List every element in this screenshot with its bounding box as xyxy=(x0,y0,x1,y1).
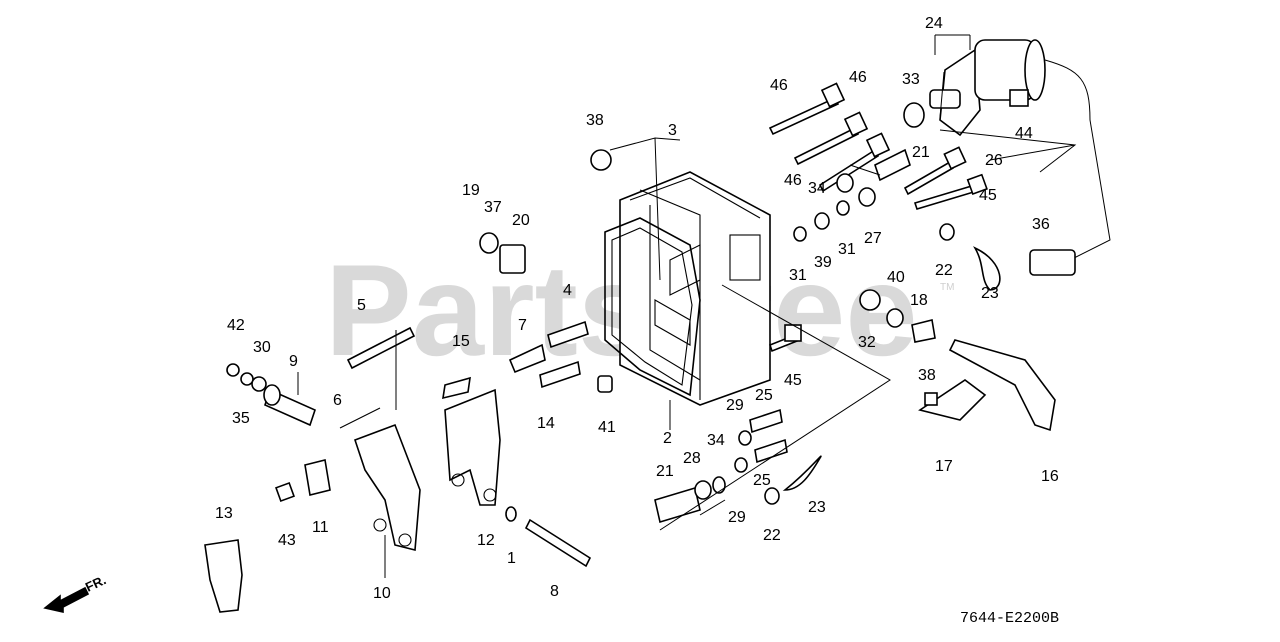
housing-part xyxy=(604,171,771,406)
callout-5: 5 xyxy=(357,297,366,314)
callout-22-top: 22 xyxy=(935,262,953,279)
callout-39: 39 xyxy=(814,254,832,271)
callout-36: 36 xyxy=(1032,216,1050,233)
callout-25-bottom: 25 xyxy=(753,472,771,489)
callout-31-right: 31 xyxy=(838,241,856,258)
callout-27: 27 xyxy=(864,230,882,247)
callout-21-bottom: 21 xyxy=(656,463,674,480)
callout-20: 20 xyxy=(512,212,530,229)
callout-28: 28 xyxy=(683,450,701,467)
front-direction-indicator: FR. xyxy=(43,572,108,613)
callout-19: 19 xyxy=(462,182,480,199)
callout-45-top: 45 xyxy=(979,187,997,204)
callout-4: 4 xyxy=(563,282,572,299)
callout-labels: 1 2 3 4 5 6 7 8 9 10 11 12 13 14 15 16 1… xyxy=(215,15,1059,602)
callout-8: 8 xyxy=(550,583,559,600)
callout-43: 43 xyxy=(278,532,296,549)
callout-23-top: 23 xyxy=(981,285,999,302)
leader-lines xyxy=(297,34,1077,578)
right-lower-parts xyxy=(654,319,1056,524)
callout-2: 2 xyxy=(663,430,672,447)
callout-14: 14 xyxy=(537,415,555,432)
callout-13: 13 xyxy=(215,505,233,522)
callout-25-top: 25 xyxy=(755,387,773,404)
callout-9: 9 xyxy=(289,353,298,370)
callout-24: 24 xyxy=(925,15,943,32)
callout-16: 16 xyxy=(1041,468,1059,485)
callout-30: 30 xyxy=(253,339,271,356)
callout-35: 35 xyxy=(232,410,250,427)
callout-26: 26 xyxy=(985,152,1003,169)
callout-22-bottom: 22 xyxy=(763,527,781,544)
callout-46-left: 46 xyxy=(770,77,788,94)
bolt-parts xyxy=(768,82,988,353)
callout-15: 15 xyxy=(452,333,470,350)
callout-45-bottom: 45 xyxy=(784,372,802,389)
callout-34-top: 34 xyxy=(808,180,826,197)
callout-38-top: 38 xyxy=(586,112,604,129)
left-parts xyxy=(204,320,613,613)
callout-34-bottom: 34 xyxy=(707,432,725,449)
callout-21-top: 21 xyxy=(912,144,930,161)
callout-11: 11 xyxy=(312,519,329,536)
callout-6: 6 xyxy=(333,392,342,409)
callout-38-right: 38 xyxy=(918,367,936,384)
callout-37: 37 xyxy=(484,199,502,216)
callout-42: 42 xyxy=(227,317,245,334)
diagram-code: 7644-E2200B xyxy=(960,610,1059,627)
callout-10: 10 xyxy=(373,585,391,602)
callout-7: 7 xyxy=(518,317,527,334)
callout-3: 3 xyxy=(668,122,677,139)
callout-40: 40 xyxy=(887,269,905,286)
direction-label: FR. xyxy=(83,572,108,594)
callout-33: 33 xyxy=(902,71,920,88)
callout-23-bottom: 23 xyxy=(808,499,826,516)
callout-18: 18 xyxy=(910,292,928,309)
motor-assembly-part xyxy=(903,39,1111,276)
callout-29-bottom: 29 xyxy=(728,509,746,526)
watermark-tm: TM xyxy=(940,282,954,293)
callout-46-right: 46 xyxy=(849,69,867,86)
callout-32: 32 xyxy=(858,334,876,351)
callout-29-top: 29 xyxy=(726,397,744,414)
callout-44: 44 xyxy=(1015,125,1033,142)
callout-31-left: 31 xyxy=(789,267,807,284)
callout-1: 1 xyxy=(507,550,516,567)
callout-46-mid: 46 xyxy=(784,172,802,189)
callout-12: 12 xyxy=(477,532,495,549)
washer-parts xyxy=(479,149,1001,491)
callout-41: 41 xyxy=(598,419,616,436)
callout-17: 17 xyxy=(935,458,953,475)
